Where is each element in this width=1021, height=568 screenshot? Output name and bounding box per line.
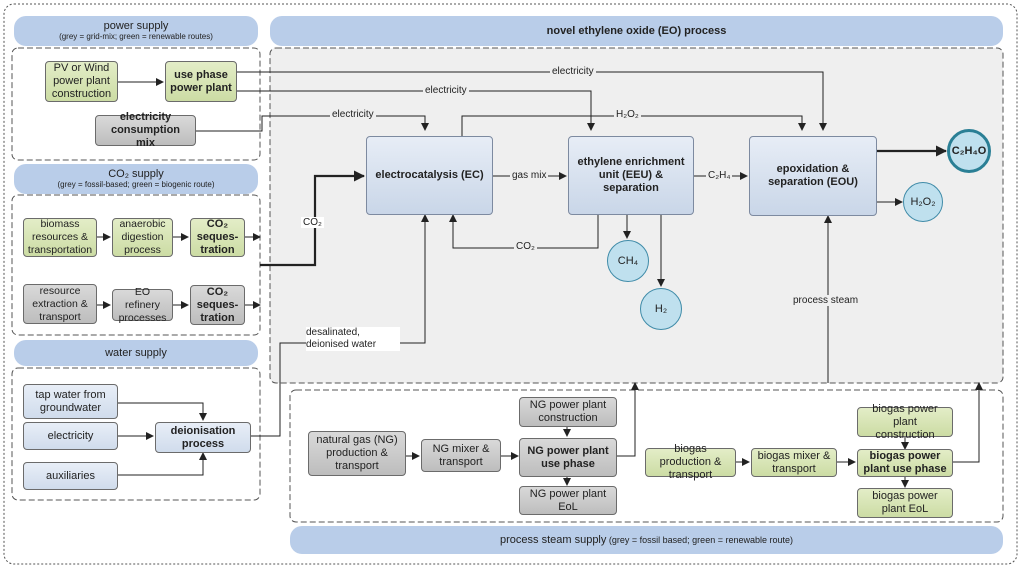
ethylene-enrichment-node: ethylene enrichment unit (EEU) & separat… (568, 136, 694, 215)
electricity-consumption-mix-node: electricity consumption mix (95, 111, 196, 149)
anaerobic-digestion-node: anaerobic digestion process (112, 218, 173, 257)
ng-production-node: natural gas (NG) production & transport (308, 431, 406, 476)
biomass-node: biomass resources & transportation (23, 218, 97, 257)
water-supply-header: water supply (14, 340, 258, 366)
h2-output: H₂ (640, 288, 682, 330)
ng-mixer-node: NG mixer & transport (421, 439, 501, 472)
water-supply-title: water supply (105, 347, 167, 359)
co2-input-label: CO₂ (301, 217, 324, 228)
electricity-label-middle: electricity (423, 85, 469, 96)
biogas-eol-node: biogas power plant EoL (857, 488, 953, 518)
c2h4o-output: C₂H₄O (947, 129, 991, 173)
steam-supply-header: process steam supply (grey = fossil base… (290, 526, 1003, 554)
resource-extraction-node: resource extraction & transport (23, 284, 97, 324)
ng-eol-node: NG power plant EoL (519, 486, 617, 515)
power-supply-header: power supply (grey = grid-mix; green = r… (14, 16, 258, 46)
electricity-water-node: electricity (23, 422, 118, 450)
biogas-use-phase-node: biogas power plant use phase (857, 449, 953, 477)
water-input-label: desalinated, deionised water (306, 327, 400, 351)
c2h4-flow-label: C₂H₄ (706, 170, 733, 181)
h2o2-output: H₂O₂ (903, 182, 943, 222)
eo-process-header: novel ethylene oxide (EO) process (270, 16, 1003, 46)
steam-supply-subtitle: (grey = fossil based; green = renewable … (606, 535, 793, 545)
steam-supply-title: process steam supply (500, 534, 607, 546)
auxiliaries-node: auxiliaries (23, 462, 118, 490)
biogas-production-node: biogas production & transport (645, 443, 736, 481)
power-supply-title: power supply (103, 20, 169, 32)
gas-mix-label: gas mix (510, 170, 549, 181)
process-steam-label: process steam (791, 295, 861, 306)
epoxidation-node: epoxidation & separation (EOU) (749, 136, 877, 216)
electricity-label-top: electricity (550, 66, 596, 77)
co2-supply-header: CO₂ supply (grey = fossil-based; green =… (14, 164, 258, 194)
tap-water-node: tap water from groundwater (23, 384, 118, 419)
co2-sequestration-biogenic-node: CO₂ seques-tration (190, 218, 245, 257)
co2-supply-subtitle: (grey = fossil-based; green = biogenic r… (57, 180, 215, 189)
co2-supply-title: CO₂ supply (108, 168, 164, 180)
biogas-construction-node: biogas power plant construction (857, 403, 953, 441)
eo-refinery-node: EO refinery processes (112, 286, 173, 324)
electricity-label-mix: electricity (330, 109, 376, 120)
ng-use-phase-node: NG power plant use phase (519, 438, 617, 477)
co2-sequestration-fossil-node: CO₂ seques-tration (190, 285, 245, 325)
eo-process-title: novel ethylene oxide (EO) process (546, 25, 727, 37)
power-supply-subtitle: (grey = grid-mix; green = renewable rout… (59, 32, 213, 41)
electrocatalysis-node: electrocatalysis (EC) (366, 136, 493, 215)
pv-wind-construction-node: PV or Wind power plant construction (45, 61, 118, 102)
biogas-mixer-node: biogas mixer & transport (751, 448, 837, 477)
ng-construction-node: NG power plant construction (519, 397, 617, 427)
co2-recycle-label: CO₂ (514, 241, 537, 252)
ch4-output: CH₄ (607, 240, 649, 282)
deionisation-node: deionisation process (155, 422, 251, 453)
h2o2-flow-label: H₂O₂ (614, 109, 641, 120)
use-phase-power-plant-node: use phase power plant (165, 61, 237, 102)
